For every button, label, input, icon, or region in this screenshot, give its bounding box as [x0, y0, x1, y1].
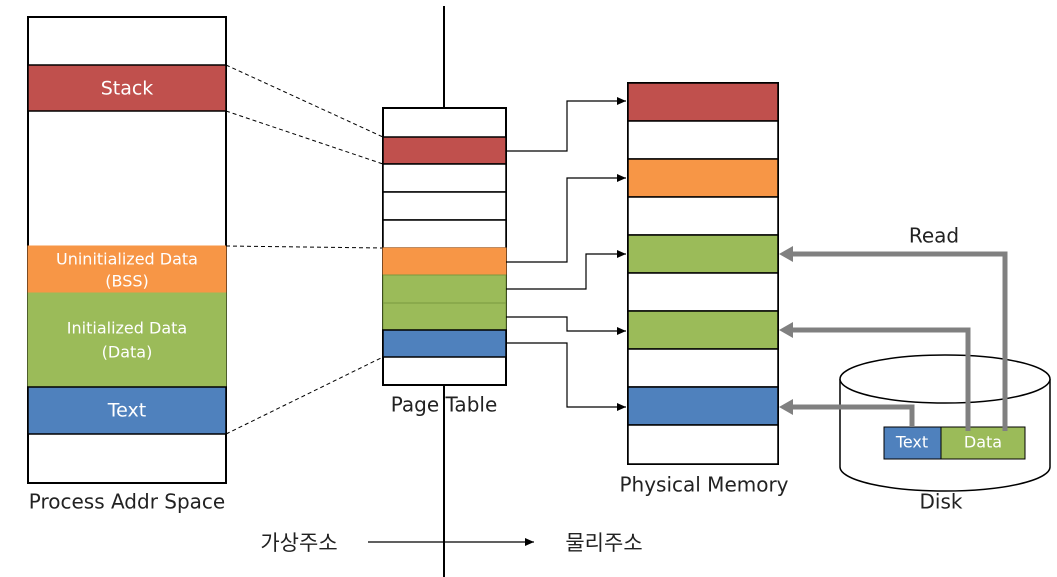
- data-label-line1: Initialized Data: [67, 319, 187, 338]
- physical-frame-empty: [627, 272, 779, 312]
- physical-frame-empty: [627, 196, 779, 236]
- text-segment: [27, 386, 227, 435]
- read-arrowhead: [779, 322, 793, 338]
- page-table-entry-bss: [382, 247, 507, 276]
- arrow-data-1: [506, 250, 626, 290]
- mapping-dashed-lines: [225, 64, 384, 435]
- physical-frame-empty: [627, 120, 779, 160]
- disk-data-block: [940, 426, 1026, 460]
- physical-frame-data: [627, 234, 779, 274]
- physical-address-label: 물리주소: [565, 531, 642, 555]
- page-table-entry-empty: [382, 163, 507, 193]
- text-label: Text: [107, 400, 146, 422]
- disk: Text Data Disk: [839, 354, 1051, 514]
- process-address-space: Stack Uninitialized Data (BSS) Initializ…: [27, 16, 227, 514]
- physical-frame-bss: [627, 158, 779, 198]
- page-table-to-memory-arrows: [506, 97, 626, 411]
- physical-frame-text: [627, 386, 779, 426]
- read-arrow-text: [790, 404, 915, 427]
- dashed-line-stack-top: [225, 64, 384, 138]
- page-table-entry-stack: [382, 136, 507, 165]
- physical-frame-stack: [627, 82, 779, 122]
- dashed-line-stack-bottom: [225, 110, 384, 165]
- arrow-stack: [506, 97, 626, 152]
- stack-segment: [27, 64, 227, 112]
- read-label: Read: [909, 224, 959, 248]
- bss-label-line1: Uninitialized Data: [56, 250, 198, 269]
- virtual-address-label: 가상주소: [260, 531, 337, 555]
- arrow-data-2: [506, 316, 626, 335]
- arrow-text: [506, 342, 626, 411]
- page-table-entry-data: [382, 302, 507, 331]
- bss-label-line2: (BSS): [105, 272, 149, 291]
- read-arrowhead: [779, 246, 793, 262]
- disk-text-label: Text: [895, 433, 928, 452]
- read-arrowheads: [779, 246, 793, 415]
- read-arrow-data-2: [790, 327, 971, 431]
- physical-memory: Physical Memory: [619, 82, 789, 497]
- process-space-caption: Process Addr Space: [29, 490, 225, 514]
- arrow-bss: [506, 174, 626, 263]
- page-table: Page Table: [382, 107, 507, 417]
- read-arrowhead: [779, 399, 793, 415]
- dashed-line-bss-top: [225, 245, 384, 249]
- read-arrow-data-1: [790, 251, 1008, 431]
- physical-memory-caption: Physical Memory: [619, 473, 788, 497]
- page-table-entry-text: [382, 329, 507, 358]
- dashed-line-text-bottom: [225, 356, 384, 435]
- data-segment: [27, 292, 227, 388]
- disk-cylinder-top: [839, 354, 1051, 404]
- page-table-entry-data: [382, 274, 507, 304]
- read-arrows: [790, 251, 1008, 431]
- disk-caption: Disk: [920, 490, 963, 514]
- disk-data-label: Data: [964, 433, 1002, 452]
- page-table-caption: Page Table: [391, 393, 498, 417]
- physical-frame-empty: [627, 348, 779, 388]
- physical-frame-empty: [627, 424, 779, 465]
- page-table-entry-empty: [382, 191, 507, 221]
- stack-label: Stack: [101, 78, 154, 100]
- physical-frame-data: [627, 310, 779, 350]
- data-label-line2: (Data): [102, 343, 153, 362]
- page-table-entry-empty: [382, 219, 507, 249]
